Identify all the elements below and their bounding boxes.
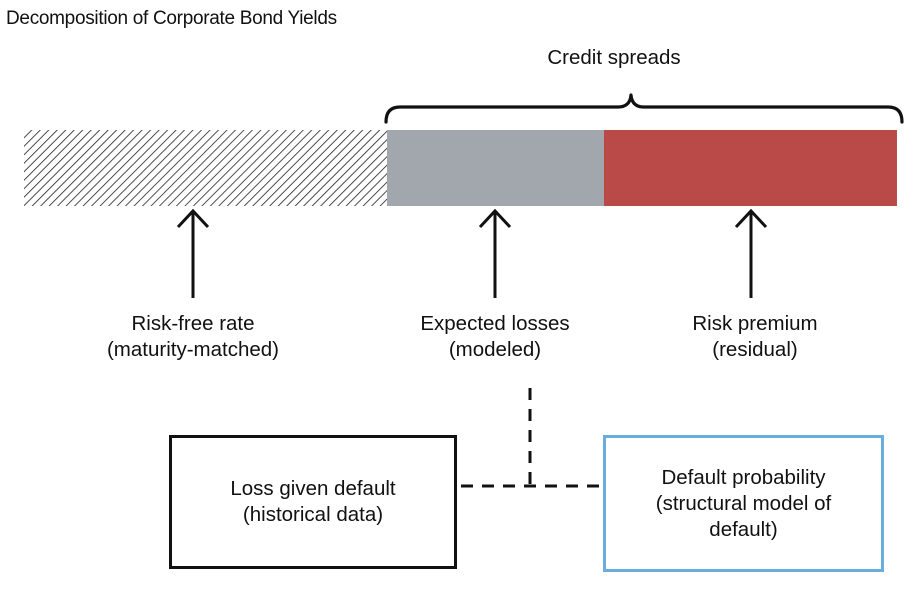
risk-premium-line2: (residual) [712,338,798,361]
risk-premium-label: Risk premium (residual) [655,311,855,363]
arrow-risk-free-rate [176,208,210,298]
default-probability-text: Default probability (structural model of… [655,465,832,541]
risk-free-rate-line1: Risk-free rate [131,312,255,335]
default-probability-box: Default probability (structural model of… [603,435,884,572]
credit-spreads-label: Credit spreads [547,46,681,69]
expected-losses-label: Expected losses (modeled) [395,311,595,363]
credit-spreads-brace [384,93,904,124]
risk-premium-segment [604,130,897,206]
arrow-expected-losses [478,208,512,298]
loss-given-default-text: Loss given default (historical data) [230,477,396,526]
diagram-title: Decomposition of Corporate Bond Yields [6,8,337,29]
risk-free-rate-label: Risk-free rate (maturity-matched) [93,311,293,363]
risk-free-rate-line2: (maturity-matched) [106,338,279,361]
expected-losses-line2: (modeled) [448,338,542,361]
risk-premium-line1: Risk premium [692,312,818,335]
expected-losses-segment [387,130,604,206]
risk-free-rate-segment [24,130,387,206]
loss-given-default-box: Loss given default (historical data) [169,435,457,569]
arrow-risk-premium [734,208,768,298]
expected-losses-line1: Expected losses [420,312,570,335]
